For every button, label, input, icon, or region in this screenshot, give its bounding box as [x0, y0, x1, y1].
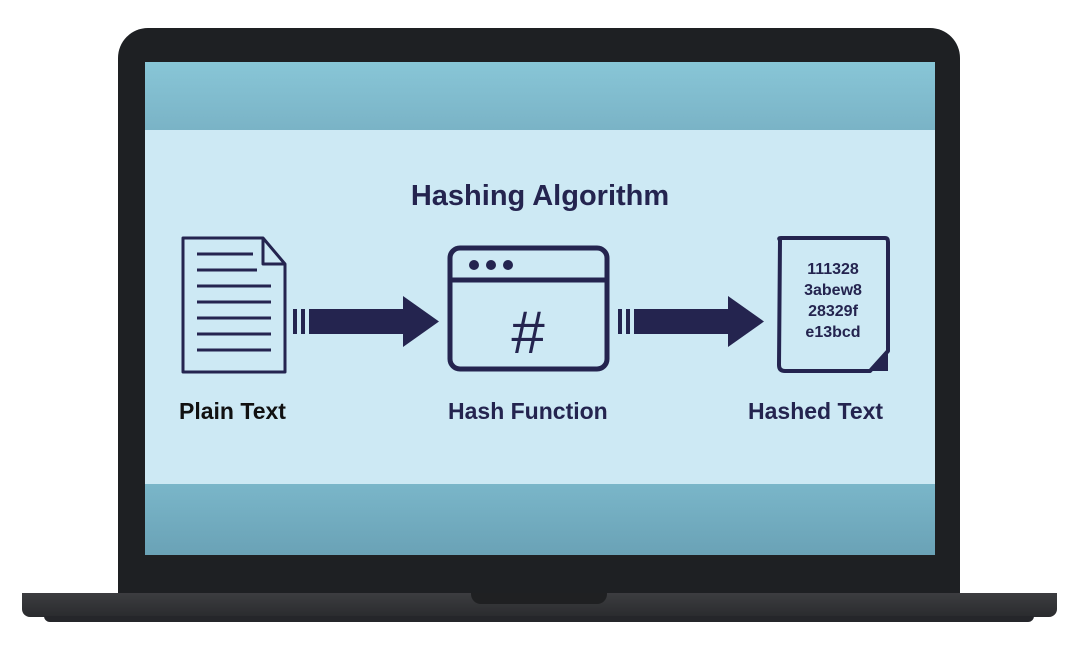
plain-text-label: Plain Text — [179, 398, 286, 424]
laptop-base-shadow — [44, 616, 1034, 622]
screen-bottom-band — [145, 484, 935, 555]
arrow-plain-to-hash — [293, 296, 439, 347]
hashed-line: 111328 — [807, 261, 859, 278]
hashed-line: e13bcd — [805, 324, 860, 341]
screen-top-band — [145, 62, 935, 130]
hashed-line: 28329f — [808, 303, 858, 320]
hashed-line: 3abew8 — [804, 282, 862, 299]
laptop-notch — [471, 593, 607, 604]
arrow-hash-to-hashed — [618, 296, 764, 347]
hashed-text-label: Hashed Text — [748, 398, 884, 424]
hashed-text-lines: 111328 3abew8 28329f e13bcd — [804, 261, 862, 341]
document-icon — [181, 236, 287, 374]
diagram-canvas: # 111328 3abew8 28329f e13bcd — [181, 236, 890, 374]
hash-symbol: # — [511, 299, 545, 366]
laptop-screen: Hashing Algorithm — [145, 62, 935, 555]
hashed-document-icon — [777, 236, 890, 373]
hash-window-icon — [447, 245, 610, 372]
diagram-title: Hashing Algorithm — [410, 180, 670, 212]
hash-function-label: Hash Function — [448, 398, 608, 424]
